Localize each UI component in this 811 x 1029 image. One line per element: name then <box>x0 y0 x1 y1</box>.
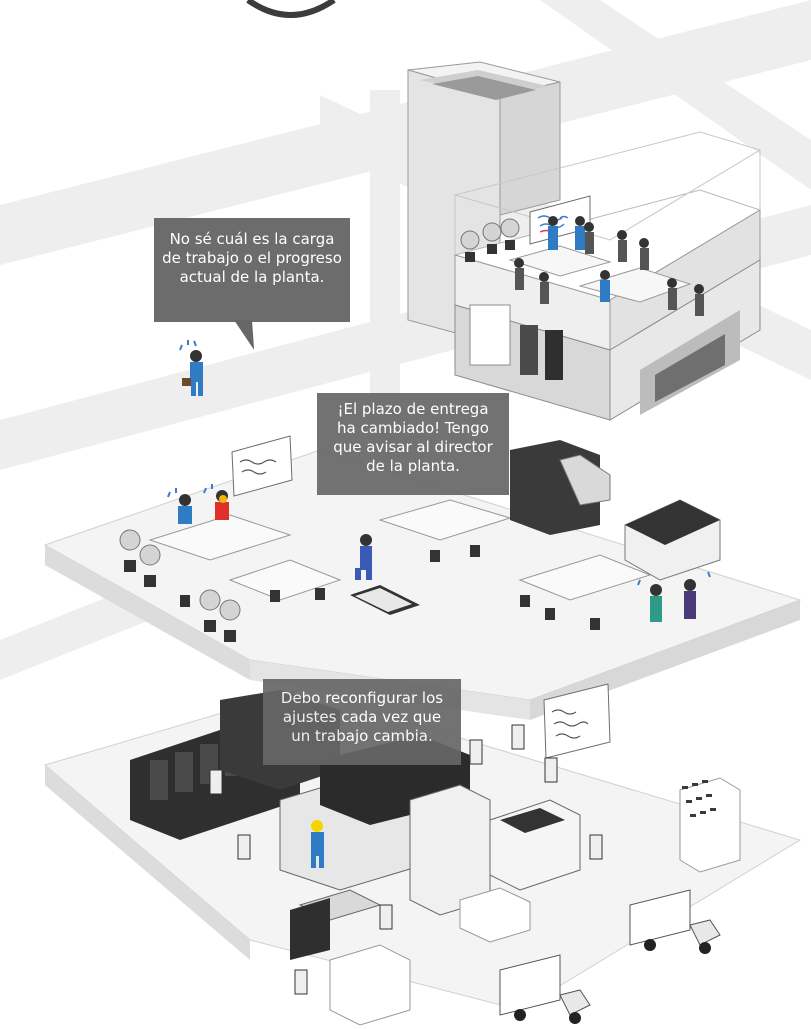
bubble-line: de trabajo o el progreso <box>162 249 342 267</box>
truck-icon <box>499 954 591 1024</box>
bubble-line: ha cambiado! Tengo <box>337 419 489 437</box>
speech-bubble-office-worker: ¡El plazo de entrega ha cambiado! Tengo … <box>317 393 509 495</box>
bubble-line: ajustes cada vez que <box>282 708 442 726</box>
sweat-drops-icon <box>179 340 197 351</box>
manager-figure <box>179 340 203 396</box>
bubble-line: que avisar al director <box>333 438 493 456</box>
top-circle-fragment <box>246 0 336 18</box>
bubble-line: ¡El plazo de entrega <box>337 400 489 418</box>
bubble-line: un trabajo cambia. <box>291 727 433 745</box>
sweat-drops-icon <box>167 484 711 586</box>
bubble-line: No sé cuál es la carga <box>169 230 335 248</box>
speech-bubble-operator: Debo reconfigurar los ajustes cada vez q… <box>263 679 461 765</box>
bubble-line: de la planta. <box>366 457 460 475</box>
bubble-line: Debo reconfigurar los <box>280 689 444 707</box>
briefcase-icon <box>182 378 191 386</box>
office-building <box>407 61 762 421</box>
bubble-line: actual de la planta. <box>179 268 325 286</box>
truck-icon <box>629 889 721 954</box>
speech-bubble-manager: No sé cuál es la carga de trabajo o el p… <box>154 218 350 322</box>
